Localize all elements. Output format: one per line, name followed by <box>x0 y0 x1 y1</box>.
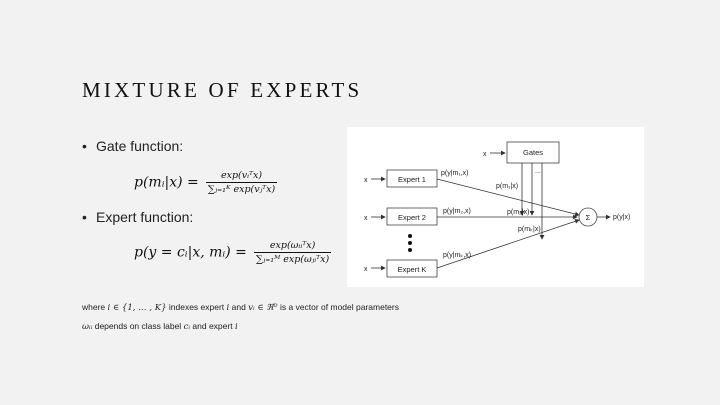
gate-equation-denominator: ∑ⱼ₌₁ᴷ exp(vⱼᵀx) <box>207 184 276 195</box>
gates-label: Gates <box>523 148 543 157</box>
note-math: vᵢ ∈ ℜᴰ <box>248 303 278 313</box>
note-math: ωᵢᵢ <box>82 322 93 332</box>
expert-k-output-label: p(y|mₖ,x) <box>443 252 471 259</box>
expert-ellipsis-dot <box>408 234 412 238</box>
expert-equation-lhs: p(y = cᵢ|x, mᵢ) = <box>134 244 247 261</box>
gate-output-label-2: p(m₂|x) <box>507 209 529 216</box>
expert-2-box <box>386 207 438 226</box>
expert-equation: p(y = cᵢ|x, mᵢ) = exp(ωᵢᵢᵀx) ∑ⱼ₌₁ᴹ exp(ω… <box>134 240 332 265</box>
expert-equation-denominator: ∑ⱼ₌₁ᴹ exp(ωⱼᵢᵀx) <box>255 254 330 265</box>
note-math: i <box>234 322 238 332</box>
gate-equation-lhs: p(mᵢ|x) = <box>134 174 199 191</box>
expert-2-label: Expert 2 <box>398 213 426 222</box>
note-line-2: ωᵢᵢ depends on class label cᵢ and expert… <box>82 321 238 332</box>
expert-1-label: Expert 1 <box>398 175 426 184</box>
note-text: indexes expert <box>166 302 227 312</box>
bullet-gate-function: • Gate function: <box>82 138 183 154</box>
expert-2-output-label: p(y|m₂,x) <box>443 208 471 215</box>
moe-diagram-svg: x Gates ... p(m₁|x) p(m₂|x) p(mₖ|x) x Ex… <box>364 141 630 278</box>
gate-output-label-k: p(mₖ|x) <box>518 226 541 233</box>
expert-k-input-label: x <box>364 266 368 273</box>
note-text: where <box>82 302 108 312</box>
note-line-1: where i ∈ {1, … , K} indexes expert i an… <box>82 302 399 313</box>
bullet-expert-function: • Expert function: <box>82 209 193 225</box>
expert-1-box <box>386 169 438 188</box>
expert-ellipsis-dot <box>408 248 412 252</box>
gate-equation-numerator: exp(vᵢᵀx) <box>205 170 278 183</box>
gate-equation-fraction: exp(vᵢᵀx) ∑ⱼ₌₁ᴷ exp(vⱼᵀx) <box>205 170 278 195</box>
expert-k-box <box>386 259 438 278</box>
bullet-label: Expert function: <box>96 209 194 225</box>
note-text: is a vector of model parameters <box>277 302 399 312</box>
note-text: and expert <box>190 321 235 331</box>
expert-1-output-line <box>436 178 580 217</box>
bullet-dot: • <box>82 209 87 225</box>
gates-box <box>506 141 560 164</box>
note-math: i ∈ {1, … , K} <box>107 303 167 313</box>
note-math: i <box>226 303 230 313</box>
expert-ellipsis-dot <box>408 241 412 245</box>
gates-input-label: x <box>483 151 487 158</box>
expert-k-output-line <box>436 219 580 269</box>
gate-output-label-1: p(m₁|x) <box>496 183 518 190</box>
gate-equation: p(mᵢ|x) = exp(vᵢᵀx) ∑ⱼ₌₁ᴷ exp(vⱼᵀx) <box>134 170 278 195</box>
slide-title: MIXTURE OF EXPERTS <box>82 78 363 102</box>
note-math: cᵢ <box>183 322 191 332</box>
sum-symbol: Σ <box>586 213 591 222</box>
bullet-dot: • <box>82 138 87 154</box>
output-label: p(y|x) <box>613 214 630 221</box>
expert-1-input-label: x <box>364 177 368 184</box>
moe-diagram: x Gates ... p(m₁|x) p(m₂|x) p(mₖ|x) x Ex… <box>347 127 644 287</box>
expert-k-label: Expert K <box>398 265 427 274</box>
bullet-label: Gate function: <box>96 138 184 154</box>
expert-equation-numerator: exp(ωᵢᵢᵀx) <box>253 240 332 253</box>
note-text: depends on class label <box>92 321 184 331</box>
expert-1-output-label: p(y|m₁,x) <box>441 170 469 177</box>
gates-ellipsis: ... <box>535 168 541 175</box>
note-text: and <box>229 302 249 312</box>
expert-equation-fraction: exp(ωᵢᵢᵀx) ∑ⱼ₌₁ᴹ exp(ωⱼᵢᵀx) <box>253 240 332 265</box>
expert-2-input-label: x <box>364 215 368 222</box>
